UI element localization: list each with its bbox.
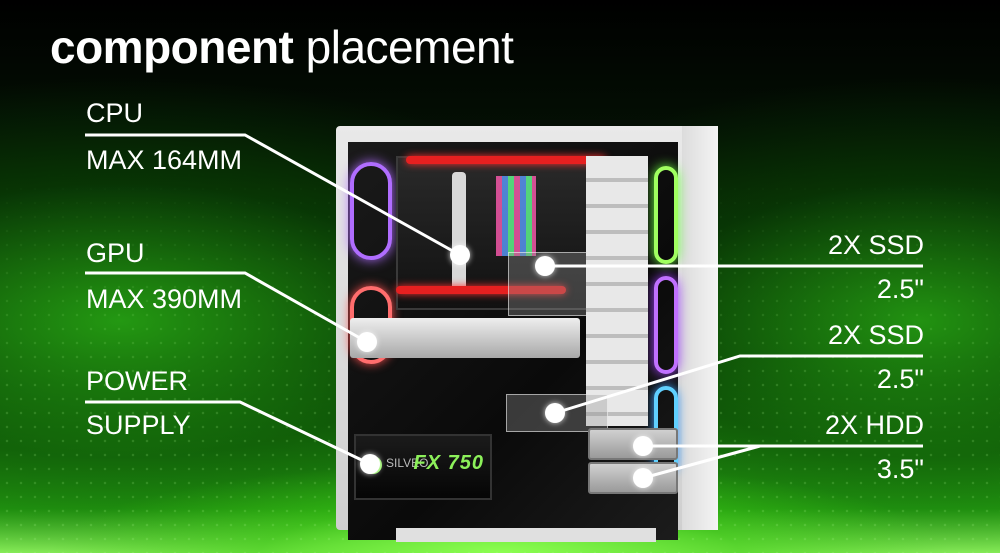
ssd-mid-size-label: 2.5" [876, 364, 924, 394]
graphics-card [350, 318, 580, 358]
ssd-top-size-label: 2.5" [876, 274, 924, 304]
case-foot [396, 528, 656, 542]
page-title: component placement [50, 20, 514, 74]
gpu-marker [357, 332, 377, 352]
cpu-callout-line [85, 133, 461, 257]
hdd-label: 2X HDD [824, 410, 924, 440]
ssd-top-label: 2X SSD [827, 230, 924, 260]
cpu-label: CPU [86, 98, 144, 128]
rear-fan-top [350, 162, 392, 260]
ssd-top-marker [535, 256, 555, 276]
ssd-mid-callout-line [554, 354, 923, 415]
gpu-size-label: MAX 390MM [86, 284, 243, 314]
hdd-size-label: 3.5" [876, 454, 924, 484]
front-fan-2 [654, 276, 678, 374]
cpu-size-label: MAX 164MM [86, 145, 243, 175]
cooling-tube-red-bottom [396, 286, 566, 294]
drive-bays [586, 156, 648, 426]
hdd-top-marker [633, 436, 653, 456]
psu-model: FX 750 [413, 452, 484, 474]
title-light-word: placement [305, 21, 514, 73]
cooling-tube-red-top [406, 156, 606, 164]
hdd-bottom-marker [633, 468, 653, 488]
hdd-tray-bottom [588, 462, 678, 494]
psu-marker [360, 454, 380, 474]
psu-label-line2: SUPPLY [86, 410, 191, 440]
psu-callout-line [85, 400, 371, 466]
title-bold-word: component [50, 21, 294, 73]
hdd-callout-line-bottom [642, 444, 761, 480]
ssd-mid-label: 2X SSD [827, 320, 924, 350]
psu-label: POWER [86, 366, 189, 396]
gpu-label: GPU [86, 238, 145, 268]
pc-case-illustration: SILVEO FX 750 [336, 126, 718, 542]
front-fan-1 [654, 166, 678, 264]
cpu-marker [450, 245, 470, 265]
ssd-mid-marker [545, 403, 565, 423]
psu-brand: SILVEO [386, 456, 429, 470]
hdd-tray-top [588, 428, 678, 460]
ram-modules [496, 176, 536, 256]
gpu-callout-line [85, 271, 368, 344]
